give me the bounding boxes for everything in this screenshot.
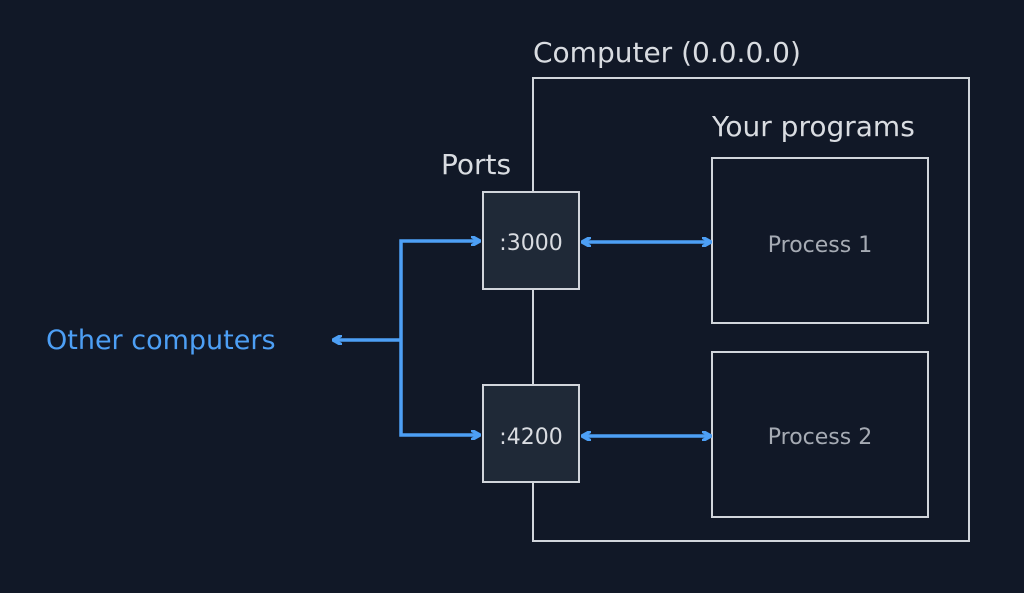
computer-label: Computer (0.0.0.0) xyxy=(533,36,801,69)
process-2-label: Process 2 xyxy=(768,425,872,450)
other-computers-label: Other computers xyxy=(46,325,276,356)
process-2-box xyxy=(711,351,929,518)
ports-label: Ports xyxy=(441,148,511,181)
port-3000-box xyxy=(482,191,580,290)
arrow-to-port-4200 xyxy=(399,340,480,435)
process-1-box xyxy=(711,157,929,324)
port-4200-box xyxy=(482,384,580,483)
programs-label: Your programs xyxy=(711,110,915,143)
port-4200-label: :4200 xyxy=(499,425,562,450)
port-3000-label: :3000 xyxy=(499,231,562,256)
computer-box xyxy=(532,77,970,542)
arrow-to-port-3000 xyxy=(399,241,480,340)
process-1-label: Process 1 xyxy=(768,233,872,258)
